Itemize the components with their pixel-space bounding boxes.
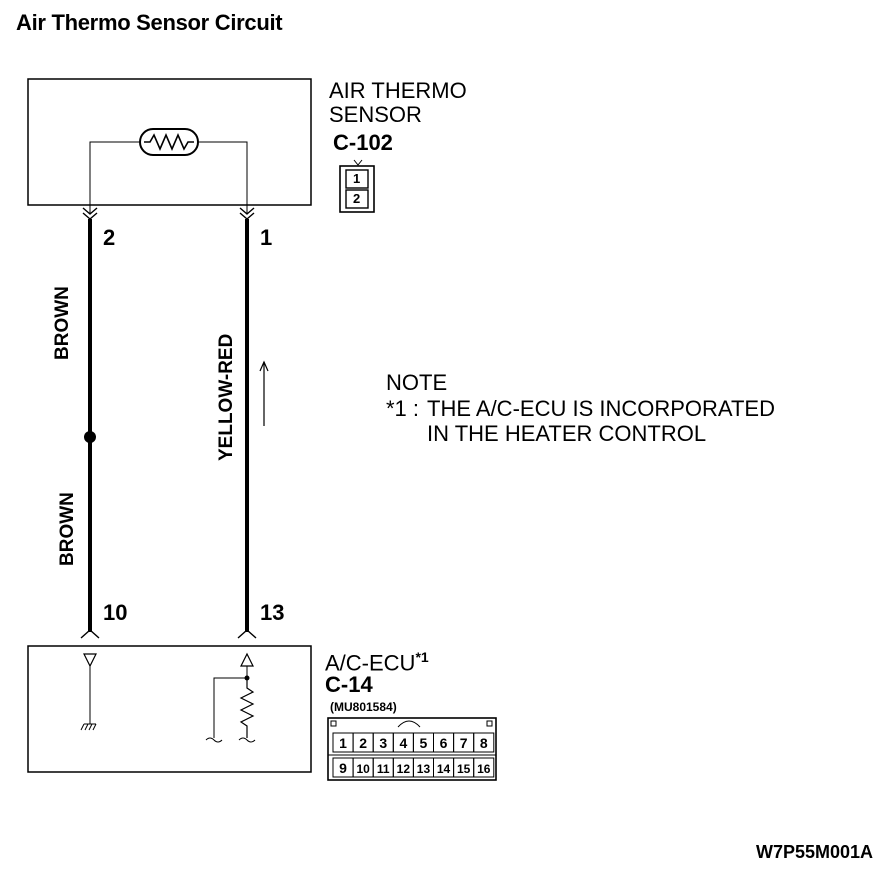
ecu-internal-branch (213, 677, 247, 738)
sensor-connector-label: C-102 (333, 130, 393, 155)
ecu-pin-label: 9 (339, 760, 347, 776)
ecu-pin-label: 12 (397, 762, 411, 776)
figure-code: W7P55M001A (756, 842, 874, 862)
ecu-input-triangle-right (240, 652, 254, 667)
sensor-internal-wire-left (89, 141, 140, 213)
ecu-pin-label: 7 (460, 735, 468, 751)
wire-color-brown-lower: BROWN (57, 492, 78, 566)
ecu-pin-label: 10 (356, 762, 370, 776)
pin-label-2: 2 (103, 225, 116, 250)
pin-label-13: 13 (260, 600, 285, 625)
wire-color-brown-upper: BROWN (52, 286, 73, 360)
ecu-pin-cell (473, 732, 495, 753)
sensor-name-line1: AIR THERMO (329, 78, 467, 103)
note-heading: NOTE (386, 370, 448, 395)
ecu-pin-label: 5 (420, 735, 428, 751)
ecu-pin-label: 15 (457, 762, 471, 776)
wire-color-yellow-red: YELLOW-RED (216, 333, 237, 461)
sensor-box (27, 78, 312, 206)
ecu-pin-cell (473, 757, 495, 778)
ecu-pin-label: 13 (417, 762, 431, 776)
ecu-box (27, 645, 312, 773)
thermistor-zigzag (144, 132, 194, 152)
ecu-continuation-mark-left (205, 737, 223, 743)
ecu-part-code: (MU801584) (330, 700, 397, 714)
ecu-terminal-13 (237, 629, 257, 639)
ecu-pin-label: 6 (440, 735, 448, 751)
ecu-pin-label: 16 (477, 762, 491, 776)
note-line2: IN THE HEATER CONTROL (427, 421, 707, 446)
page-title: Air Thermo Sensor Circuit (16, 10, 283, 35)
ecu-pin-label: 2 (359, 735, 367, 751)
current-arrow (259, 360, 269, 426)
pin-label-1: 1 (260, 225, 273, 250)
ecu-connector-symbol (327, 717, 497, 781)
ecu-pin-label: 4 (399, 735, 407, 751)
pin-label-10: 10 (103, 600, 128, 625)
sensor-pin-1: 1 (353, 171, 361, 186)
ecu-terminal-10 (80, 629, 100, 639)
ecu-pin-label: 8 (480, 735, 488, 751)
note-marker: *1 : (386, 396, 420, 421)
note-line1: THE A/C-ECU IS INCORPORATED (427, 396, 775, 421)
ecu-name-text: A/C-ECU (325, 650, 416, 676)
ecu-name-superscript: *1 (415, 649, 429, 665)
splice-point (84, 431, 96, 443)
ecu-continuation-mark-right (238, 737, 256, 743)
ecu-pin-label: 3 (379, 735, 387, 751)
ecu-name: A/C-ECU*1 (325, 645, 429, 675)
ecu-pin-label: 14 (437, 762, 451, 776)
ecu-pin-label: 1 (339, 735, 347, 751)
sensor-connector-symbol (339, 159, 375, 213)
sensor-name-line2: SENSOR (329, 102, 422, 127)
sensor-internal-wire-right (198, 141, 248, 213)
sensor-pin-2: 2 (353, 191, 361, 206)
ecu-input-triangle-left (83, 653, 97, 668)
ecu-pin-label: 11 (377, 762, 390, 776)
ecu-connector-label: C-14 (325, 672, 373, 697)
ground-icon (80, 723, 97, 731)
ecu-resistor-icon (239, 678, 255, 738)
